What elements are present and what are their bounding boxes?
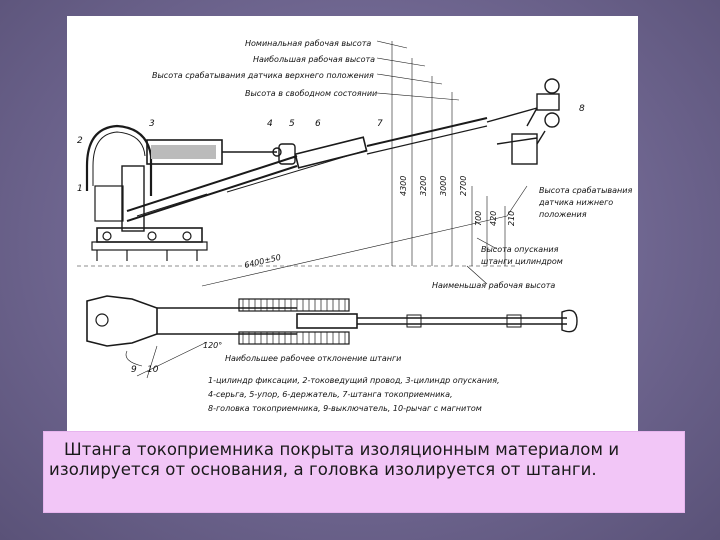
part-number-10: 10 (147, 365, 159, 375)
part-number-8: 8 (579, 104, 585, 114)
caption-text: Штанга токоприемника покрыта изоляционны… (49, 440, 620, 479)
dim-angle: 120° (203, 341, 222, 350)
dim-420: 420 (489, 211, 498, 226)
free-height-label: Высота в свободном состоянии (245, 89, 377, 98)
part-number-2: 2 (77, 136, 83, 146)
earring (272, 147, 282, 157)
boom-lower (126, 165, 298, 222)
part-number-5: 5 (289, 119, 295, 129)
min-height-label: Наименьшая рабочая высота (432, 281, 555, 290)
current-lead-inner (92, 131, 146, 186)
part-number-1: 1 (77, 184, 83, 194)
current-lead-arc (85, 124, 153, 196)
max-deviation-label: Наибольшее рабочее отклонение штанги (225, 354, 401, 363)
dim-210: 210 (507, 211, 516, 226)
fixing-cylinder (94, 185, 124, 222)
dim-2700: 2700 (459, 176, 468, 196)
dim-length: 6400±50 (243, 253, 281, 270)
plan-view (86, 295, 578, 379)
pantograph-rod (366, 117, 488, 147)
holder (294, 136, 368, 169)
part-number-7: 7 (377, 119, 383, 129)
part-number-4: 4 (267, 119, 273, 129)
lowering-height-label-line2: штанги цилиндром (481, 257, 563, 266)
lowering-height-label-line1: Высота опускания (481, 245, 559, 254)
base-plate (91, 241, 208, 251)
legend-line-1: 1-цилиндр фиксации, 2-токоведущий провод… (208, 376, 500, 385)
part-number-9: 9 (131, 365, 137, 375)
dim-3000: 3000 (439, 176, 448, 196)
bellows-lower (238, 331, 350, 345)
base-column (121, 165, 145, 232)
bellows-upper (238, 298, 350, 312)
technical-drawing: Номинальная рабочая высота Наибольшая ра… (67, 16, 638, 433)
lower-sensor-height-label-line1: Высота срабатывания (539, 186, 632, 195)
part-number-6: 6 (315, 119, 321, 129)
max-height-label: Наибольшая рабочая высота (253, 55, 375, 64)
collector-head-upper (486, 78, 560, 127)
lower-sensor-height-label-line2: датчика нижнего (538, 198, 613, 207)
dim-4300: 4300 (399, 176, 408, 196)
upper-sensor-height-label: Высота срабатывания датчика верхнего пол… (152, 71, 374, 80)
collector-head-lower (496, 112, 560, 165)
dim-3200: 3200 (419, 176, 428, 196)
caption-box: Штанга токоприемника покрыта изоляционны… (44, 432, 684, 512)
part-number-3: 3 (149, 119, 155, 129)
cylinder-shade (151, 145, 216, 159)
lower-sensor-height-label-line3: положения (539, 210, 587, 219)
boom-upper (126, 155, 298, 212)
dim-700: 700 (474, 211, 483, 226)
drawing-svg: Номинальная рабочая высота Наибольшая ра… (77, 39, 632, 413)
nominal-height-label: Номинальная рабочая высота (245, 39, 371, 48)
legend-line-3: 8-головка токоприемника, 9-выключатель, … (208, 404, 482, 413)
legend-line-2: 4-серьга, 5-упор, 6-держатель, 7-штанга … (208, 390, 453, 399)
